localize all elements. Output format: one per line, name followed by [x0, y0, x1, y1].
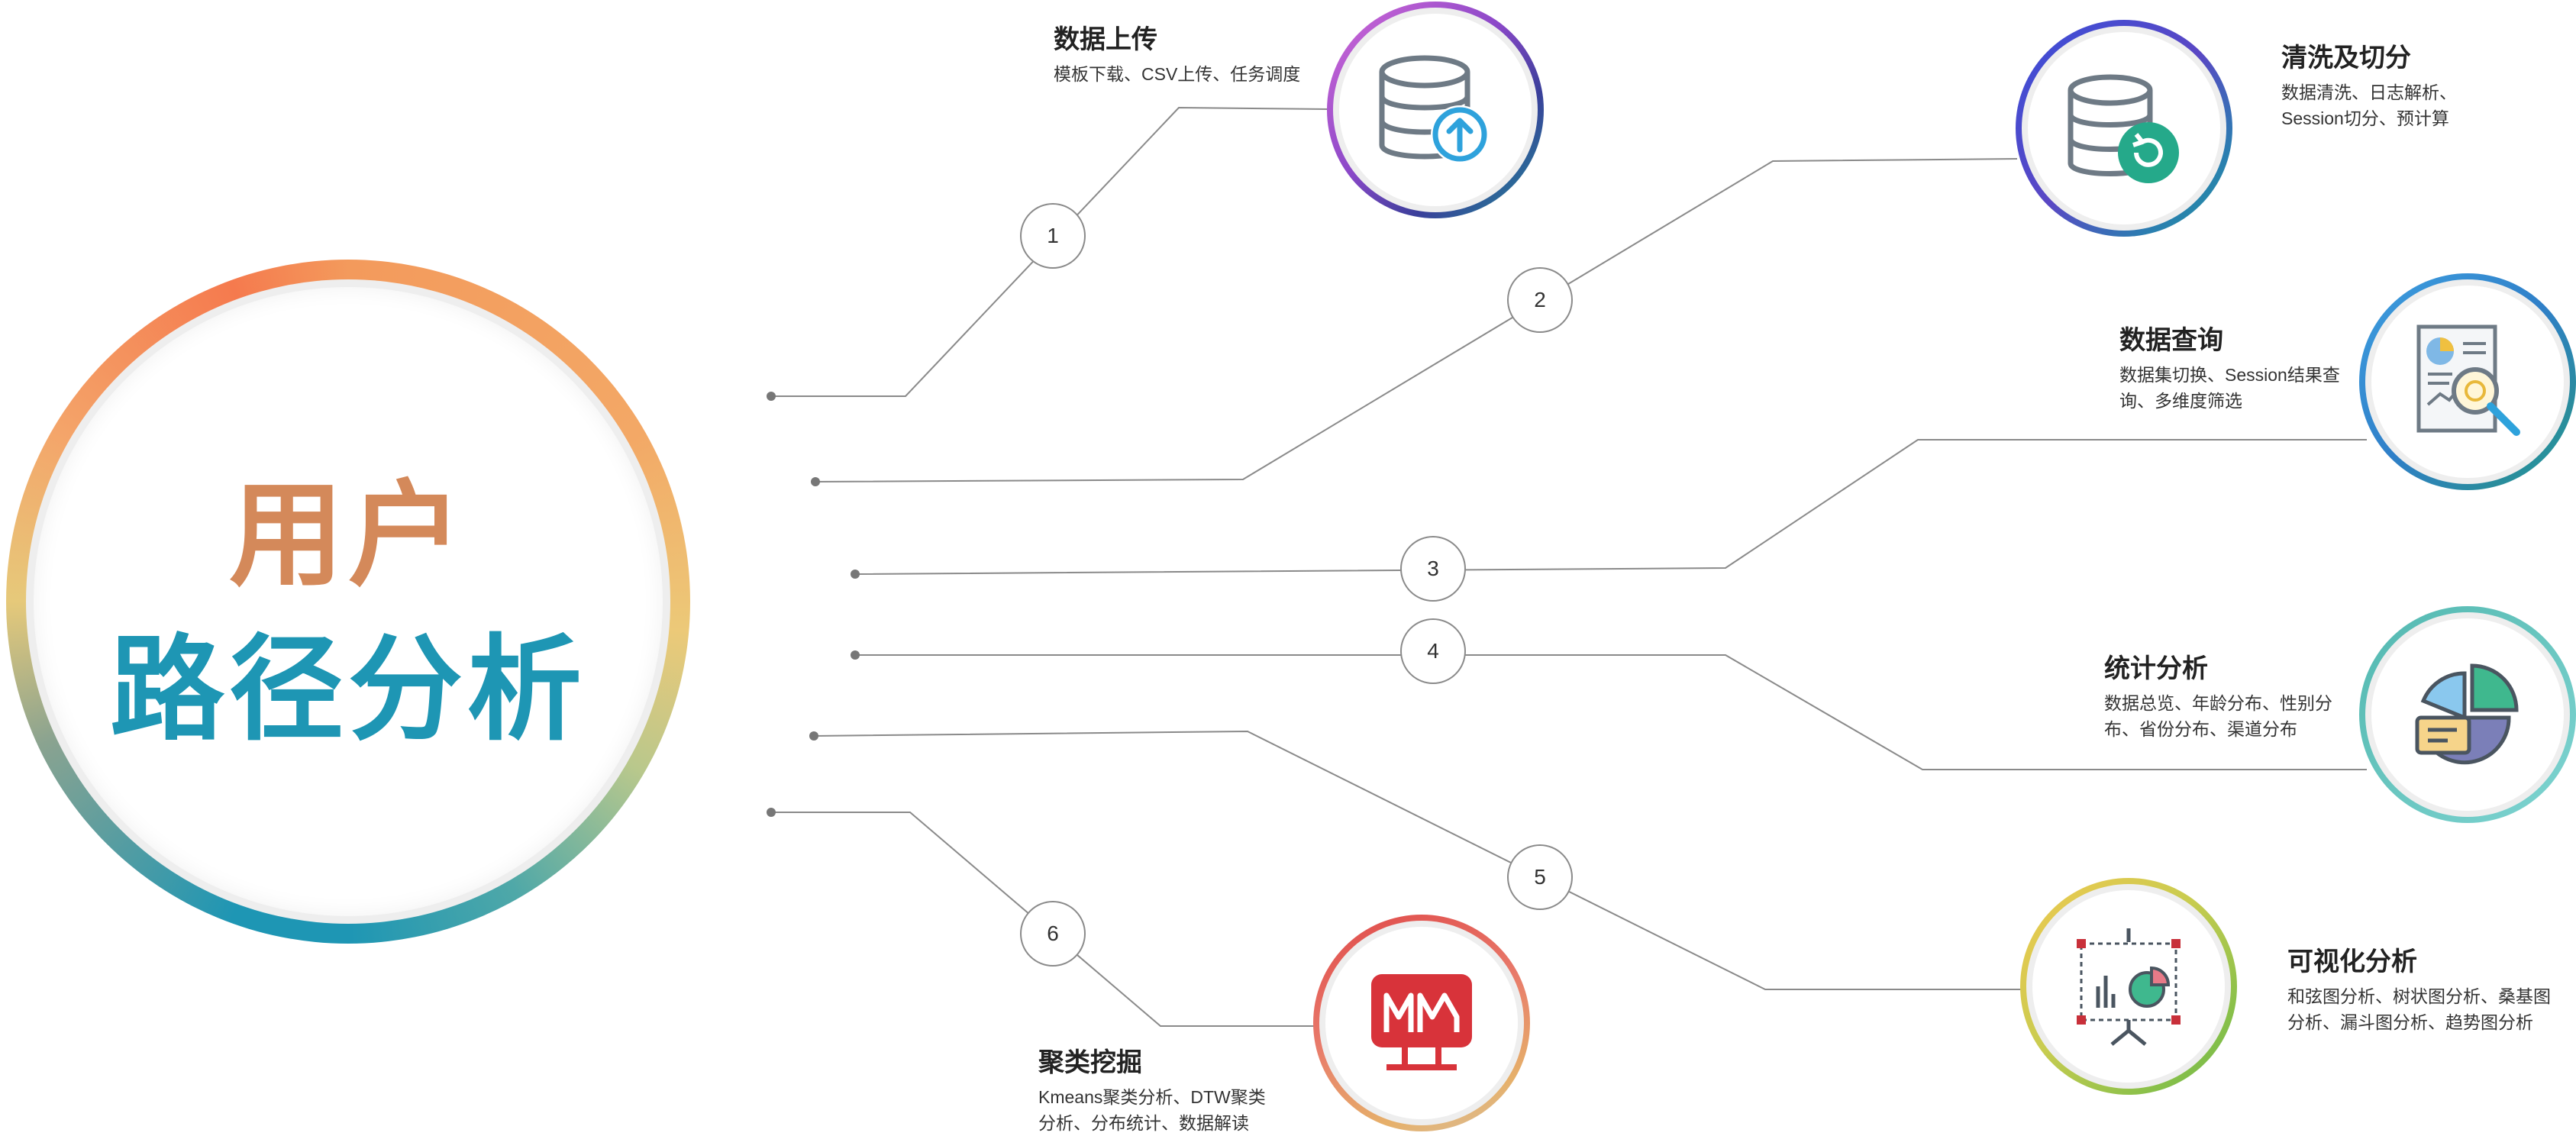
database-refresh-icon: [2068, 74, 2179, 183]
step-number-6: 6: [1020, 901, 1086, 967]
step-title-query: 数据查询: [2119, 326, 2223, 355]
connector-4: [855, 654, 2367, 770]
step-label-upload: 数据上传 模板下载、CSV上传、任务调度: [1054, 23, 1328, 87]
step-number-1: 1: [1020, 203, 1086, 269]
connector-dot-2: [811, 477, 820, 486]
monitor-chart-icon: [1371, 974, 1472, 1070]
connector-dot-3: [851, 570, 860, 579]
database-upload-icon: [1379, 55, 1489, 163]
step-desc-clean: 数据清洗、日志解析、Session切分、预计算: [2281, 82, 2457, 128]
step-title-stats: 统计分析: [2104, 654, 2208, 683]
hub-inner: 用户 路径分析: [34, 287, 663, 916]
visual-icon-circle: [2020, 878, 2237, 1095]
connector-5: [813, 730, 2022, 990]
connector-dot-1: [767, 392, 776, 401]
step-label-query: 数据查询 数据集切换、Session结果查询、多维度筛选: [2119, 324, 2341, 414]
step-title-upload: 数据上传: [1054, 25, 1157, 54]
connector-dot-4: [851, 650, 860, 660]
hub-circle: 用户 路径分析: [6, 260, 690, 944]
step-label-clean: 清洗及切分 数据清洗、日志解析、Session切分、预计算: [2281, 41, 2510, 131]
clean-icon-circle: [2016, 20, 2232, 237]
cluster-icon-circle: [1313, 915, 1530, 1131]
step-title-visual: 可视化分析: [2287, 947, 2417, 976]
query-icon-circle: [2359, 273, 2576, 490]
pie-chart-icon: [2415, 663, 2519, 765]
presentation-chart-icon: [2077, 928, 2181, 1046]
step-desc-cluster: Kmeans聚类分析、DTW聚类分析、分布统计、数据解读: [1038, 1087, 1266, 1133]
connector-dot-6: [767, 808, 776, 817]
step-label-visual: 可视化分析 和弦图分析、树状图分析、桑基图分析、漏斗图分析、趋势图分析: [2287, 945, 2555, 1035]
step-desc-stats: 数据总览、年龄分布、性别分布、省份分布、渠道分布: [2104, 693, 2332, 739]
step-title-cluster: 聚类挖掘: [1038, 1048, 1142, 1077]
stats-icon-circle: [2359, 606, 2576, 823]
step-desc-visual: 和弦图分析、树状图分析、桑基图分析、漏斗图分析、趋势图分析: [2287, 986, 2551, 1032]
step-number-2: 2: [1507, 267, 1573, 333]
connector-3: [854, 439, 2367, 575]
step-title-clean: 清洗及切分: [2281, 44, 2411, 73]
hub-title-top: 用户: [228, 471, 467, 599]
hub-title-bottom: 路径分析: [109, 625, 586, 754]
upload-icon-circle: [1327, 2, 1544, 218]
step-label-stats: 统计分析 数据总览、年龄分布、性别分布、省份分布、渠道分布: [2104, 652, 2333, 742]
connector-dot-5: [809, 731, 818, 741]
document-search-icon: [2416, 324, 2520, 436]
connector-2: [815, 158, 2018, 482]
step-label-cluster: 聚类挖掘 Kmeans聚类分析、DTW聚类分析、分布统计、数据解读: [1038, 1046, 1283, 1136]
step-number-3: 3: [1400, 536, 1466, 602]
step-number-4: 4: [1400, 618, 1466, 684]
step-desc-upload: 模板下载、CSV上传、任务调度: [1054, 64, 1301, 84]
step-number-5: 5: [1507, 844, 1573, 910]
step-desc-query: 数据集切换、Session结果查询、多维度筛选: [2119, 365, 2340, 411]
